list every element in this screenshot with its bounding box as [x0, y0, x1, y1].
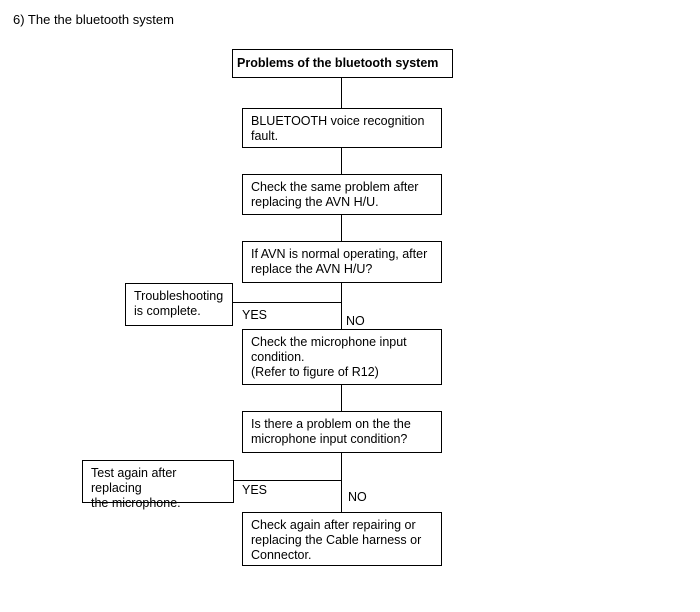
question-microphone-problem: Is there a problem on the the microphone… [242, 411, 442, 453]
connector-step2-question1 [341, 215, 342, 241]
connector-question2-no [341, 453, 342, 512]
no-label-1: NO [346, 314, 365, 328]
step-voice-recognition-fault: BLUETOOTH voice recognition fault. [242, 108, 442, 148]
step-repair-cable-harness: Check again after repairing or replacing… [242, 512, 442, 566]
page-heading: 6) The the bluetooth system [13, 12, 174, 27]
step-check-microphone-input: Check the microphone input condition. (R… [242, 329, 442, 385]
connector-step3-question2 [341, 385, 342, 411]
flowchart-title-box: Problems of the bluetooth system [232, 49, 453, 78]
result-troubleshooting-complete: Troubleshooting is complete. [125, 283, 233, 326]
connector-question1-yes [232, 302, 342, 303]
result-test-after-replacing-microphone: Test again after replacing the microphon… [82, 460, 234, 510]
connector-question1-no [341, 283, 342, 329]
no-label-2: NO [348, 490, 367, 504]
question-avn-normal-operating: If AVN is normal operating, after replac… [242, 241, 442, 283]
yes-label-2: YES [242, 483, 268, 497]
connector-question2-yes [233, 480, 342, 481]
step-check-after-replacing-avn: Check the same problem after replacing t… [242, 174, 442, 215]
connector-step1-step2 [341, 148, 342, 174]
yes-label-1: YES [242, 308, 268, 322]
connector-title-step1 [341, 78, 342, 108]
